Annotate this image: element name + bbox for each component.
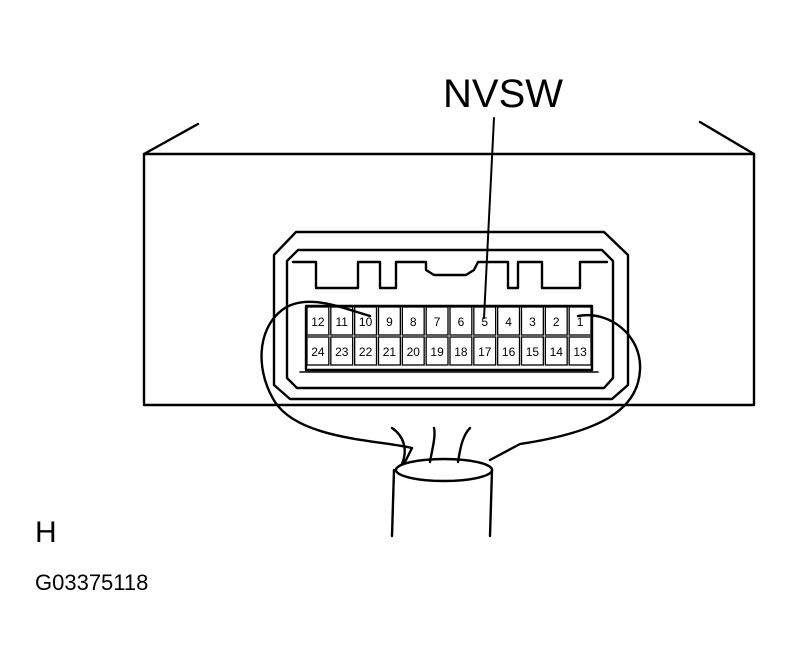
pin-label: 13 [573, 345, 587, 359]
pin-cell [425, 306, 449, 336]
pin-cell [306, 336, 330, 366]
pin-label: 17 [478, 345, 492, 359]
pin-label: 2 [553, 315, 560, 329]
pin-label: 3 [529, 315, 536, 329]
pin-label: 4 [505, 315, 512, 329]
figure-id: G03375118 [35, 570, 149, 595]
pin-cell [449, 306, 473, 336]
pin-label: 19 [430, 345, 444, 359]
pin-area [304, 304, 594, 372]
pin-label-highlighted: 5 [481, 315, 488, 329]
pin-cell [306, 306, 330, 336]
pin-label: 15 [526, 345, 540, 359]
pin-label: 20 [407, 345, 421, 359]
connector-shell [272, 230, 630, 401]
pin-label: 9 [386, 315, 393, 329]
pin-cell [401, 306, 425, 336]
pin-label: 6 [458, 315, 465, 329]
pin-cell [354, 306, 378, 336]
wire-2 [428, 426, 436, 464]
pin-label: 8 [410, 315, 417, 329]
wire-bundle-right [488, 468, 494, 538]
pin-label: 12 [311, 315, 325, 329]
pin-cell [377, 336, 401, 366]
housing-edge-right [698, 120, 756, 156]
pin-cell [544, 306, 568, 336]
pin-cell [330, 306, 354, 336]
wire-harness-outline [260, 300, 414, 466]
pin-label: 14 [550, 345, 564, 359]
pin-label: 23 [335, 345, 349, 359]
pin-cell [401, 336, 425, 366]
pin-cell [497, 336, 521, 366]
pin-label: 11 [336, 315, 349, 329]
pin-label: 10 [359, 315, 373, 329]
connector-key-profile [291, 260, 609, 290]
pin-cell [425, 336, 449, 366]
pin-cell [330, 336, 354, 366]
pin-cell [377, 306, 401, 336]
wire-bundle-left [390, 468, 396, 538]
signal-leader-line [483, 117, 495, 319]
wire-bundle-end [394, 457, 494, 483]
pin-cell [473, 306, 497, 336]
pin-cell [520, 306, 544, 336]
connector-inner [285, 248, 615, 390]
signal-label: NVSW [443, 72, 563, 116]
pin-cell [520, 336, 544, 366]
pin-cell [449, 336, 473, 366]
wire-harness-outline-right [488, 313, 642, 462]
pin-label: 21 [383, 345, 397, 359]
pin-cell [354, 336, 378, 366]
pin-cell [497, 306, 521, 336]
pin-cell [544, 336, 568, 366]
pin-label: 24 [311, 345, 325, 359]
pin-cell [568, 336, 592, 366]
ecu-housing [142, 152, 756, 407]
pin-label: 1 [577, 315, 584, 329]
pin-label: 18 [454, 345, 468, 359]
pin-cell [473, 336, 497, 366]
pin-cell [568, 306, 592, 336]
wire-3 [456, 426, 472, 464]
pin-label: 22 [359, 345, 373, 359]
pin-label: 7 [434, 315, 441, 329]
connector-code: H [35, 516, 57, 549]
wire-1 [390, 426, 406, 466]
housing-edge-left [142, 122, 200, 156]
pin-label: 16 [502, 345, 516, 359]
